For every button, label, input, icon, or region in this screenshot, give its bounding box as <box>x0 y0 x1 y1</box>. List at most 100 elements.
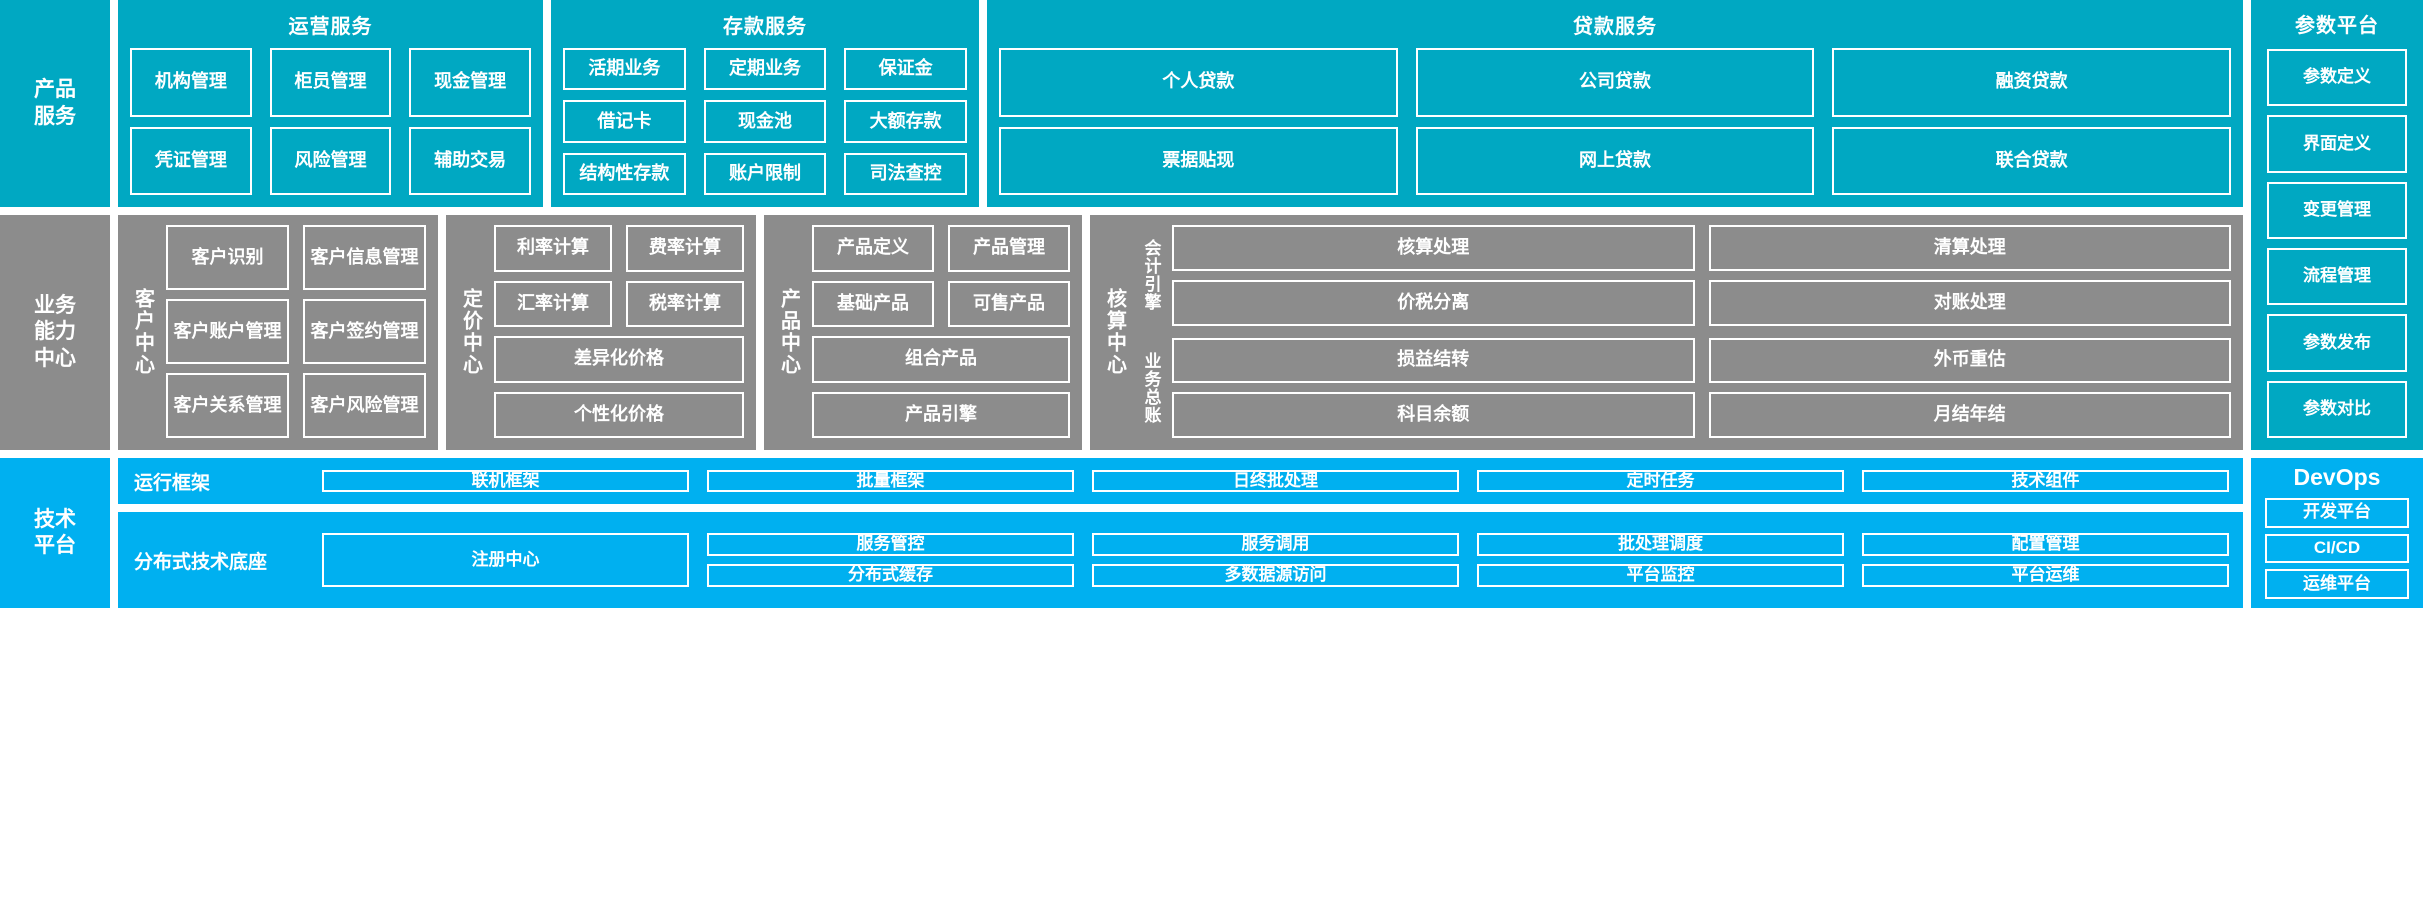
param-item[interactable]: 参数定义 <box>2267 49 2407 107</box>
tech-item[interactable]: 平台运维 <box>1862 564 2229 587</box>
capability-item[interactable]: 税率计算 <box>626 280 744 327</box>
param-item[interactable]: 界面定义 <box>2267 115 2407 173</box>
param-platform-spacer <box>2251 215 2423 450</box>
capability-item[interactable]: 价税分离 <box>1172 279 1695 326</box>
rail-label-line2: 能力 <box>34 320 76 344</box>
tech-item[interactable]: 多数据源访问 <box>1092 564 1459 587</box>
capability-item[interactable]: 月结年结 <box>1708 392 2231 438</box>
capability-item[interactable]: 差异化价格 <box>494 336 744 383</box>
tech-item[interactable]: 服务管控 <box>707 533 1074 556</box>
rail-label-line2: 服务 <box>34 104 76 128</box>
capability-item[interactable]: 外币重估 <box>1708 337 2231 384</box>
rail-label-line1: 业务 <box>34 294 76 318</box>
service-item[interactable]: 网上贷款 <box>1415 126 1815 195</box>
business-capability-band: 业务 能力 中心 客户中心 客户识别 客户信息管理 客户账户管理 客户签约管理 … <box>0 215 2423 450</box>
capability-item[interactable]: 基础产品 <box>812 280 934 327</box>
rail-product-services: 产品 服务 <box>0 0 110 207</box>
service-item[interactable]: 现金管理 <box>409 48 531 117</box>
tech-item[interactable]: 批量框架 <box>707 469 1074 493</box>
tech-item[interactable]: 定时任务 <box>1477 469 1844 493</box>
tech-item-registry[interactable]: 注册中心 <box>322 533 689 587</box>
service-item[interactable]: 结构性存款 <box>563 152 686 195</box>
devops-item[interactable]: CI/CD <box>2265 533 2409 564</box>
center-label-accounting: 核算中心 <box>1103 287 1126 376</box>
rail-tech-platform: 技术 平台 <box>0 458 110 608</box>
service-item[interactable]: 公司贷款 <box>1415 48 1815 117</box>
service-item[interactable]: 融资贷款 <box>1832 48 2231 117</box>
service-item[interactable]: 活期业务 <box>563 48 686 91</box>
capability-item[interactable]: 损益结转 <box>1172 337 1695 384</box>
service-item[interactable]: 大额存款 <box>844 100 967 143</box>
subgroup-label-accounting-engine: 会计引擎 <box>1141 239 1161 312</box>
general-ledger-grid: 损益结转 外币重估 科目余额 月结年结 <box>1172 337 2231 438</box>
service-item[interactable]: 定期业务 <box>703 48 827 91</box>
center-product: 产品中心 产品定义 产品管理 基础产品 可售产品 组合产品 产品引擎 <box>764 215 1082 450</box>
capability-item[interactable]: 费率计算 <box>626 225 744 272</box>
tech-item[interactable]: 批处理调度 <box>1477 533 1844 556</box>
service-item[interactable]: 风险管理 <box>269 126 392 195</box>
rail-label-line3: 中心 <box>34 346 76 370</box>
center-label-pricing: 定价中心 <box>459 287 482 376</box>
center-label-customer: 客户中心 <box>131 287 154 376</box>
service-item[interactable]: 辅助交易 <box>409 126 531 195</box>
capability-item[interactable]: 个性化价格 <box>494 391 744 438</box>
capability-item[interactable]: 产品引擎 <box>812 391 1070 438</box>
param-item[interactable]: 流程管理 <box>2267 247 2407 306</box>
service-item[interactable]: 个人贷款 <box>999 48 1398 117</box>
capability-item[interactable]: 客户识别 <box>166 225 289 290</box>
distributed-base-items: 注册中心 服务管控 服务调用 批处理调度 配置管理 分布式缓存 多数据源访问 平… <box>322 533 2229 587</box>
tech-item[interactable]: 日终批处理 <box>1092 469 1459 493</box>
tech-item[interactable]: 分布式缓存 <box>707 564 1074 587</box>
center-accounting: 核算中心 会计引擎 核算处理 清算处理 价税分离 对账处理 业务总账 <box>1090 215 2243 450</box>
capability-item[interactable]: 产品定义 <box>812 225 934 272</box>
capability-item[interactable]: 利率计算 <box>494 225 612 272</box>
capability-item[interactable]: 清算处理 <box>1708 225 2231 271</box>
service-item[interactable]: 借记卡 <box>563 100 686 143</box>
service-item[interactable]: 现金池 <box>703 100 827 143</box>
service-item[interactable]: 凭证管理 <box>130 126 252 195</box>
capability-item[interactable]: 客户关系管理 <box>166 373 289 438</box>
group-title-operations: 运营服务 <box>288 16 373 38</box>
capability-item[interactable]: 可售产品 <box>948 280 1070 327</box>
param-item[interactable]: 变更管理 <box>2267 181 2407 239</box>
service-item[interactable]: 票据贴现 <box>999 126 1398 195</box>
capability-item[interactable]: 客户账户管理 <box>166 299 289 364</box>
devops-title: DevOps <box>2293 464 2381 490</box>
rail-label-line1: 产品 <box>34 78 76 102</box>
capability-item[interactable]: 客户风险管理 <box>303 373 426 438</box>
tech-item[interactable]: 配置管理 <box>1862 533 2229 556</box>
capability-item[interactable]: 组合产品 <box>812 336 1070 383</box>
service-item[interactable]: 司法查控 <box>844 152 967 195</box>
tech-item[interactable]: 服务调用 <box>1092 533 1459 556</box>
product-center-grid: 产品定义 产品管理 基础产品 可售产品 组合产品 产品引擎 <box>812 225 1070 438</box>
tech-platform-rows: 运行框架 联机框架 批量框架 日终批处理 定时任务 技术组件 分布式技术底座 注… <box>118 458 2243 608</box>
tech-row-distributed-base: 分布式技术底座 注册中心 服务管控 服务调用 批处理调度 配置管理 分布式缓存 … <box>118 512 2243 608</box>
service-item[interactable]: 机构管理 <box>130 48 252 117</box>
capability-item[interactable]: 核算处理 <box>1172 225 1695 271</box>
capability-item[interactable]: 产品管理 <box>948 225 1070 272</box>
runtime-framework-items: 联机框架 批量框架 日终批处理 定时任务 技术组件 <box>322 469 2229 493</box>
tech-item[interactable]: 联机框架 <box>322 469 689 493</box>
capability-item[interactable]: 科目余额 <box>1172 392 1695 438</box>
tech-item[interactable]: 平台监控 <box>1477 564 1844 587</box>
service-item[interactable]: 账户限制 <box>703 152 827 195</box>
service-item[interactable]: 柜员管理 <box>269 48 392 117</box>
capability-item[interactable]: 汇率计算 <box>494 280 612 327</box>
param-item[interactable]: 参数对比 <box>2267 380 2407 438</box>
accounting-subgroups: 会计引擎 核算处理 清算处理 价税分离 对账处理 业务总账 损益结转 外币重估 <box>1138 225 2231 438</box>
devops-column: DevOps 开发平台 CI/CD 运维平台 <box>2251 458 2423 608</box>
devops-item[interactable]: 开发平台 <box>2265 498 2409 528</box>
deposit-services-grid: 活期业务 定期业务 保证金 借记卡 现金池 大额存款 结构性存款 账户限制 司法… <box>563 48 967 195</box>
tech-item[interactable]: 技术组件 <box>1862 469 2229 493</box>
capability-centers: 客户中心 客户识别 客户信息管理 客户账户管理 客户签约管理 客户关系管理 客户… <box>118 215 2243 450</box>
capability-item[interactable]: 客户信息管理 <box>303 225 426 290</box>
group-loan-services: 贷款服务 个人贷款 公司贷款 融资贷款 票据贴现 网上贷款 联合贷款 <box>987 0 2243 207</box>
capability-item[interactable]: 客户签约管理 <box>303 299 426 364</box>
devops-item[interactable]: 运维平台 <box>2265 569 2409 600</box>
capability-item[interactable]: 对账处理 <box>1708 279 2231 326</box>
service-item[interactable]: 联合贷款 <box>1832 126 2231 195</box>
service-item[interactable]: 保证金 <box>844 48 967 91</box>
param-item[interactable]: 参数发布 <box>2267 314 2407 372</box>
param-platform-title: 参数平台 <box>2295 15 2379 37</box>
